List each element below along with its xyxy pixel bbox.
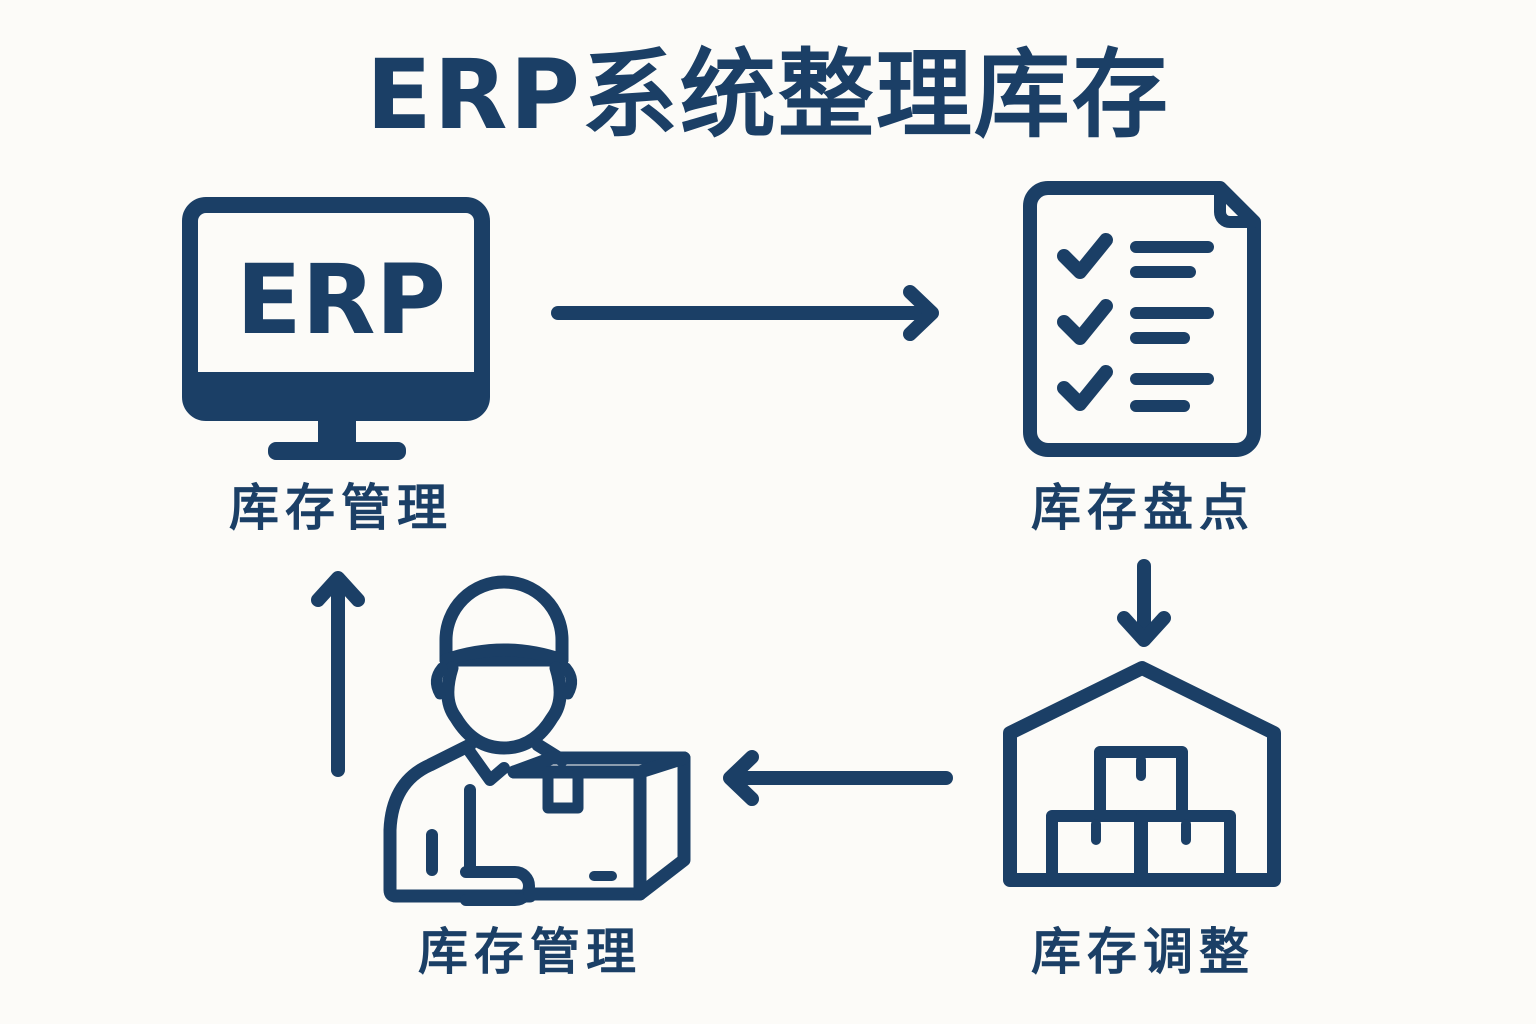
monitor-erp-text: ERP (236, 244, 446, 356)
arrow-right-icon (551, 285, 939, 341)
worker-icon (383, 575, 691, 906)
step-label-inventory-adjustment: 库存调整 (1031, 923, 1255, 981)
arrow-up-icon (311, 571, 365, 777)
check-mark-icon (1057, 233, 1113, 279)
step-label-inventory-management-worker: 库存管理 (418, 923, 642, 981)
monitor-icon: ERP (182, 197, 490, 460)
check-mark-icon (1057, 365, 1113, 411)
diagram-title: ERP系统整理库存 (366, 39, 1170, 151)
checklist-icon (1023, 181, 1261, 457)
step-label-inventory-count: 库存盘点 (1031, 479, 1255, 537)
warehouse-icon (1003, 661, 1281, 887)
arrow-left-icon (723, 750, 953, 806)
step-label-inventory-management: 库存管理 (229, 479, 453, 537)
arrow-down-icon (1117, 559, 1171, 647)
check-mark-icon (1057, 299, 1113, 345)
